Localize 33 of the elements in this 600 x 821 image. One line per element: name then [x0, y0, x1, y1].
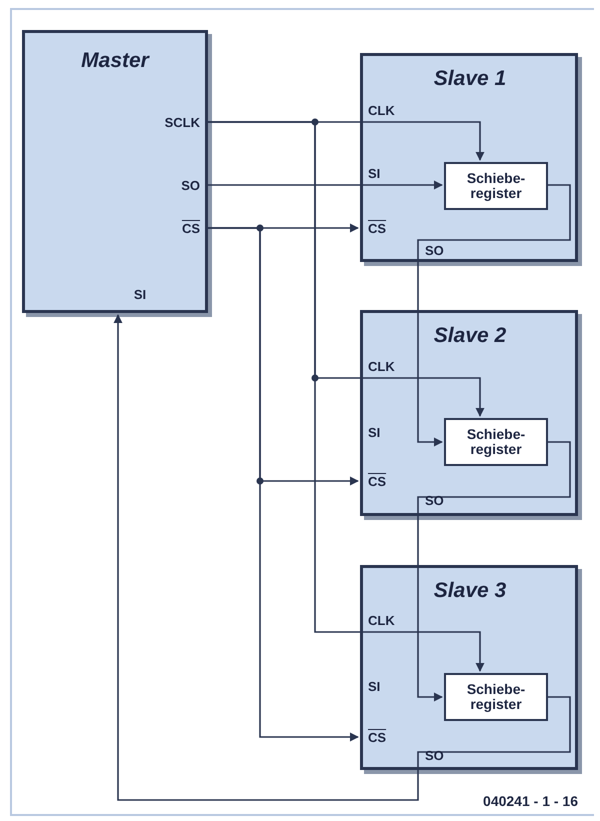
shift-register-box	[444, 673, 548, 721]
register-label: Schiebe- register	[466, 426, 526, 458]
shift-register-box	[444, 162, 548, 210]
node-title: Slave 1	[434, 68, 506, 89]
pin-label: CLK	[368, 614, 395, 627]
signal-line	[208, 180, 443, 190]
pin-label: SO	[425, 749, 444, 762]
shift-register-box	[444, 418, 548, 466]
pin-label: CS	[368, 222, 386, 235]
signal-line	[208, 227, 359, 742]
pin-label: SI	[134, 288, 146, 301]
node-title: Master	[81, 50, 149, 71]
pin-label: CS	[368, 731, 386, 744]
pin-label: SO	[425, 244, 444, 257]
node-title: Slave 3	[434, 580, 506, 601]
pin-label: SO	[425, 494, 444, 507]
signal-line	[417, 184, 571, 446]
signal-line	[208, 121, 484, 672]
signal-line	[417, 441, 571, 702]
register-label: Schiebe- register	[466, 682, 526, 712]
pin-label: CLK	[368, 360, 395, 373]
register-label: Schiebe- register	[466, 170, 526, 202]
pin-label: SI	[368, 426, 380, 439]
signal-line	[114, 314, 571, 801]
pin-label: CLK	[368, 104, 395, 117]
pin-label: SCLK	[164, 116, 200, 129]
pin-label: SI	[368, 167, 380, 180]
pin-label: CS	[182, 222, 200, 235]
pin-label: SO	[181, 179, 200, 192]
pin-label: SI	[368, 680, 380, 693]
node-title: Slave 2	[434, 325, 506, 346]
pin-label: CS	[368, 475, 386, 488]
figure-number: 040241 - 1 - 16	[483, 793, 578, 809]
